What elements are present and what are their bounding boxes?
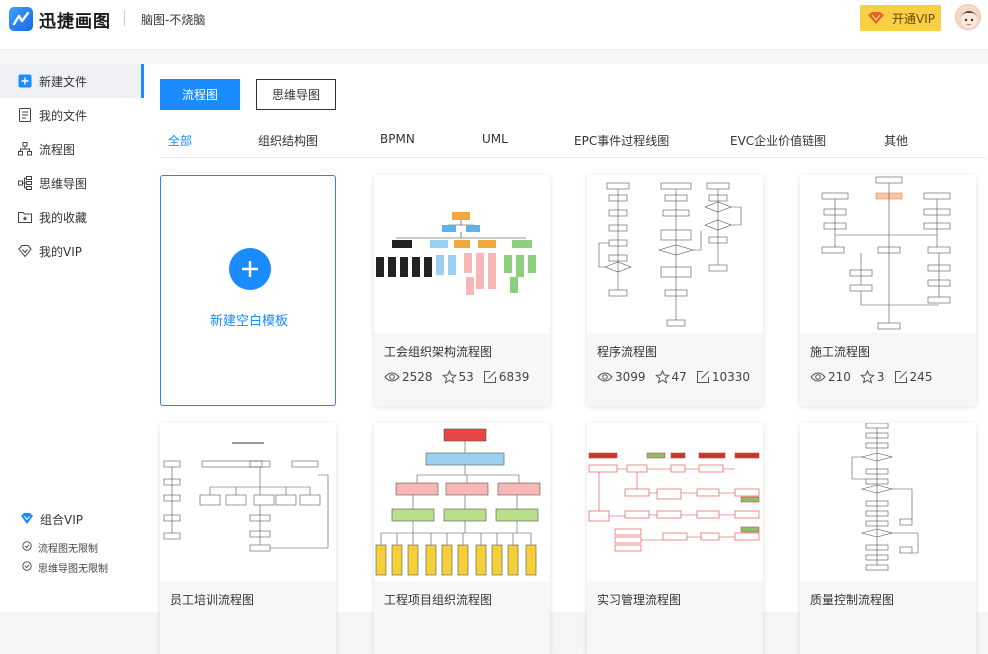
document-icon	[18, 108, 32, 122]
edit-icon	[483, 371, 496, 383]
likes-stat: 47	[654, 370, 687, 384]
star-folder-icon	[18, 210, 32, 224]
template-thumbnail	[374, 423, 550, 581]
template-thumbnail	[374, 175, 550, 333]
sidebar-item-favorites[interactable]: 我的收藏	[0, 200, 144, 234]
category-uml[interactable]: UML	[482, 132, 508, 146]
sidebar-item-new-file[interactable]: 新建文件	[0, 64, 144, 98]
check-circle-icon	[22, 541, 32, 554]
uses-stat: 6839	[483, 370, 529, 384]
template-info: 程序流程图 3099 47 10330	[587, 333, 763, 406]
app-name: 迅捷画图	[39, 11, 111, 32]
category-org-chart[interactable]: 组织结构图	[258, 134, 319, 148]
avatar-face-icon	[960, 11, 978, 28]
benefit-mindmap-unlimited: 思维导图无限制	[22, 560, 108, 575]
template-thumbnail	[587, 175, 763, 333]
template-info: 施工流程图 210 3 245	[800, 333, 976, 406]
template-title: 员工培训流程图	[170, 593, 255, 607]
views-stat: 2528	[384, 370, 433, 384]
app-subtitle: 脑图-不烧脑	[141, 13, 206, 27]
views-stat: 3099	[597, 370, 646, 384]
edit-icon	[696, 371, 709, 383]
eye-icon	[384, 372, 400, 382]
template-title: 施工流程图	[810, 345, 871, 359]
template-thumbnail	[800, 423, 976, 581]
template-title: 程序流程图	[597, 345, 658, 359]
category-epc[interactable]: EPC事件过程线图	[574, 134, 670, 148]
sidebar-item-my-files[interactable]: 我的文件	[0, 98, 144, 132]
user-avatar[interactable]	[955, 4, 981, 30]
template-stats: 3099 47 10330	[597, 370, 759, 384]
category-evc[interactable]: EVC企业价值链图	[730, 134, 827, 148]
flowchart-icon	[18, 142, 32, 156]
template-card[interactable]: 质量控制流程图	[800, 423, 976, 654]
uses-stat: 10330	[696, 370, 750, 384]
mindmap-icon	[18, 176, 32, 190]
header-divider	[124, 10, 125, 26]
edit-icon	[894, 371, 907, 383]
sidebar-item-my-vip[interactable]: 我的VIP	[0, 234, 144, 268]
template-card[interactable]: 工会组织架构流程图 2528 53 6839	[374, 175, 550, 406]
vip-diamond-icon	[20, 512, 34, 528]
star-icon	[654, 370, 670, 384]
plus-square-icon	[18, 74, 32, 88]
new-template-label: 新建空白模板	[209, 314, 288, 329]
template-thumbnail	[160, 423, 336, 581]
check-circle-icon	[22, 561, 32, 574]
template-card[interactable]: 施工流程图 210 3 245	[800, 175, 976, 406]
template-info: 实习管理流程图	[587, 581, 763, 654]
sidebar-item-mindmap[interactable]: 思维导图	[0, 166, 144, 200]
template-title: 质量控制流程图	[810, 593, 895, 607]
template-info: 质量控制流程图	[800, 581, 976, 654]
diamond-icon	[18, 244, 32, 258]
template-stats: 2528 53 6839	[384, 370, 538, 384]
template-info: 工程项目组织流程图	[374, 581, 550, 654]
template-title: 实习管理流程图	[597, 593, 682, 607]
eye-icon	[810, 372, 826, 382]
sidebar-item-label: 我的收藏	[39, 210, 88, 225]
template-card[interactable]: 员工培训流程图	[160, 423, 336, 654]
tab-mindmap[interactable]: 思维导图	[256, 79, 336, 110]
crown-diamond-icon	[868, 12, 884, 24]
category-bpmn[interactable]: BPMN	[380, 132, 415, 146]
top-bar: 迅捷画图 脑图-不烧脑 开通VIP	[0, 0, 988, 50]
uses-stat: 245	[894, 370, 932, 384]
category-other[interactable]: 其他	[884, 134, 909, 148]
benefit-flowchart-unlimited: 流程图无限制	[22, 540, 98, 555]
likes-stat: 3	[860, 370, 885, 384]
template-info: 工会组织架构流程图 2528 53 6839	[374, 333, 550, 406]
new-blank-template-card[interactable]: 新建空白模板	[160, 175, 336, 406]
template-title: 工程项目组织流程图	[384, 593, 493, 607]
main-content: 流程图 思维导图 全部 组织结构图 BPMN UML EPC事件过程线图 EVC…	[144, 64, 988, 654]
plus-circle-icon	[229, 248, 271, 290]
tab-flowchart[interactable]: 流程图	[160, 79, 240, 110]
template-card[interactable]: 工程项目组织流程图	[374, 423, 550, 654]
views-stat: 210	[810, 370, 851, 384]
app-logo[interactable]: 迅捷画图	[9, 6, 111, 32]
template-card[interactable]: 实习管理流程图	[587, 423, 763, 654]
template-thumbnail	[800, 175, 976, 333]
sidebar-item-label: 我的文件	[39, 108, 88, 123]
category-all[interactable]: 全部	[168, 134, 193, 148]
vip-button-label: 开通VIP	[892, 11, 935, 26]
sidebar-item-label: 流程图	[39, 142, 76, 157]
template-card[interactable]: 程序流程图 3099 47 10330	[587, 175, 763, 406]
sidebar-item-label: 我的VIP	[39, 244, 82, 259]
template-title: 工会组织架构流程图	[384, 345, 493, 359]
sidebar-item-label: 思维导图	[39, 176, 88, 191]
likes-stat: 53	[441, 370, 474, 384]
combo-vip-label[interactable]: 组合VIP	[20, 511, 83, 528]
star-icon	[441, 370, 457, 384]
open-vip-button[interactable]: 开通VIP	[860, 5, 941, 31]
logo-mark-icon	[9, 7, 33, 31]
sidebar: 新建文件 我的文件 流程图 思维导图 我的收藏 我的VIP 组合VIP	[0, 64, 144, 612]
star-icon	[860, 370, 875, 384]
sidebar-item-flowchart[interactable]: 流程图	[0, 132, 144, 166]
category-bar: 全部 组织结构图 BPMN UML EPC事件过程线图 EVC企业价值链图 其他	[160, 130, 986, 158]
template-thumbnail	[587, 423, 763, 581]
sidebar-item-label: 新建文件	[39, 74, 88, 89]
template-stats: 210 3 245	[810, 370, 941, 384]
eye-icon	[597, 372, 613, 382]
template-info: 员工培训流程图	[160, 581, 336, 654]
